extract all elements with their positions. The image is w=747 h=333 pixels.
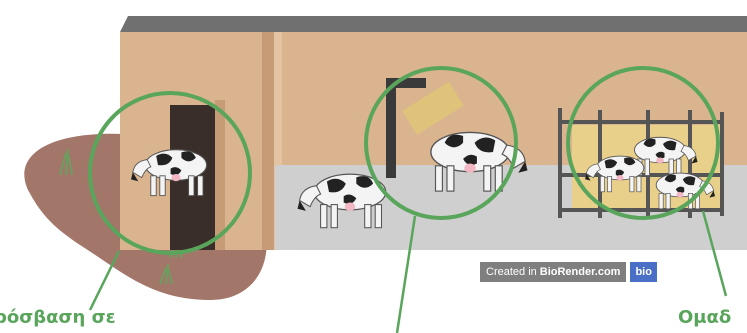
watermark-prefix: Created in [486,266,537,278]
barn-roof [120,16,747,32]
biorender-watermark: Created in BioRender.com bio [480,262,657,282]
watermark-brand: BioRender.com [540,266,621,278]
biorender-logo-icon: bio [630,262,657,282]
label-pasture-access: ρόσβαση σε [0,309,116,327]
label-group-housing: Ομαδ [678,309,731,327]
